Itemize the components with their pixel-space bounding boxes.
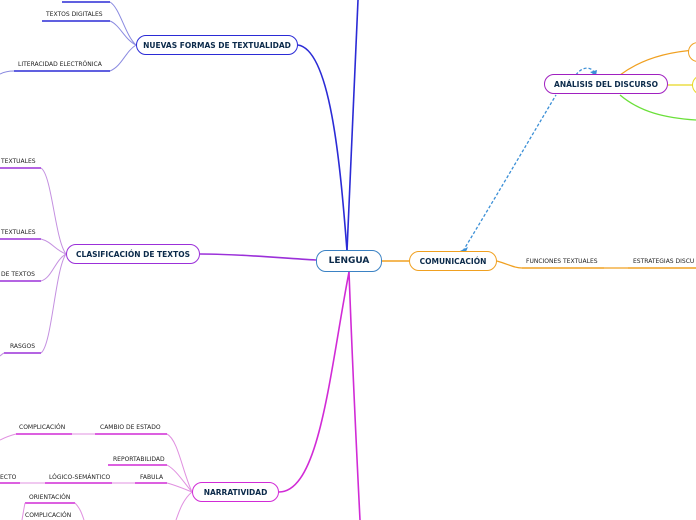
central-node-lengua[interactable]: LENGUA bbox=[316, 250, 382, 272]
link-lengua-clasificacion bbox=[199, 253, 317, 261]
subtopic-estrategias-discursivas[interactable]: ESTRATEGIAS DISCU bbox=[633, 258, 695, 265]
subtopic-logico-semantico[interactable]: LÓGICO-SEMÁNTICO bbox=[49, 474, 111, 481]
link-literacidad-left bbox=[0, 70, 15, 75]
topic-comunicacion[interactable]: COMUNICACIÓN bbox=[409, 251, 497, 271]
subtopic-funciones-textuales[interactable]: FUNCIONES TEXTUALES bbox=[526, 258, 598, 265]
link-clas-detextos bbox=[40, 253, 67, 282]
link-orientacion-left bbox=[21, 502, 26, 520]
link-rasgos-left bbox=[0, 352, 5, 357]
link-narr-lower bbox=[175, 491, 193, 520]
link-lengua-top bbox=[346, 0, 359, 252]
link-complicacion1-left bbox=[0, 433, 17, 441]
link-narr-reportabilidad bbox=[166, 464, 193, 493]
link-comunicacion-analisis bbox=[462, 94, 557, 252]
link-clas-textuales1 bbox=[40, 167, 67, 255]
link-narr-fabula bbox=[166, 482, 193, 493]
subtopic-complicacion-2[interactable]: COMPLICACIÓN bbox=[25, 512, 72, 519]
link-orientacion-lower bbox=[74, 502, 85, 520]
topic-nuevas-formas-de-textualidad[interactable]: NUEVAS FORMAS DE TEXTUALIDAD bbox=[136, 35, 298, 55]
link-analisis-green bbox=[619, 94, 696, 121]
topic-analisis-del-discurso[interactable]: ANÁLISIS DEL DISCURSO bbox=[544, 74, 668, 94]
subtopic-de-textos[interactable]: DE TEXTOS bbox=[1, 271, 35, 278]
arrowhead-comunicacion bbox=[460, 247, 468, 254]
subtopic-textos-digitales[interactable]: TEXTOS DIGITALES bbox=[46, 11, 103, 18]
link-lengua-nuevas bbox=[297, 44, 348, 252]
subtopic-rasgos[interactable]: RASGOS bbox=[10, 343, 36, 350]
topic-clasificacion-de-textos[interactable]: CLASIFICACIÓN DE TEXTOS bbox=[66, 244, 200, 264]
link-nuevas-literacidad bbox=[109, 44, 137, 72]
link-narr-cambio bbox=[166, 433, 193, 493]
link-lengua-narratividad bbox=[278, 271, 350, 493]
link-analisis-orange bbox=[619, 49, 696, 76]
subtopic-fabula[interactable]: FABULA bbox=[140, 474, 164, 481]
subtopic-cambio-de-estado[interactable]: CAMBIO DE ESTADO bbox=[100, 424, 161, 431]
link-clas-rasgos bbox=[40, 253, 67, 354]
link-lengua-bottom bbox=[348, 271, 361, 520]
link-nuevas-top bbox=[109, 1, 137, 46]
subtopic-literacidad-electronica[interactable]: LITERACIDAD ELECTRÓNICA bbox=[18, 61, 102, 68]
subtopic-textuales-1[interactable]: TEXTUALES bbox=[1, 158, 36, 165]
link-comunicacion-funciones bbox=[496, 260, 523, 269]
topic-narratividad[interactable]: NARRATIVIDAD bbox=[192, 482, 279, 502]
subtopic-complicacion-1[interactable]: COMPLICACIÓN bbox=[19, 424, 66, 431]
subtopic-reportabilidad[interactable]: REPORTABILIDAD bbox=[113, 456, 165, 463]
link-nuevas-digitales bbox=[109, 20, 137, 46]
subtopic-textuales-2[interactable]: TEXTUALES bbox=[1, 229, 36, 236]
link-clas-textuales2 bbox=[40, 238, 67, 255]
subtopic-orientacion[interactable]: ORIENTACIÓN bbox=[29, 494, 71, 501]
subtopic-ecto[interactable]: ECTO bbox=[0, 474, 17, 481]
